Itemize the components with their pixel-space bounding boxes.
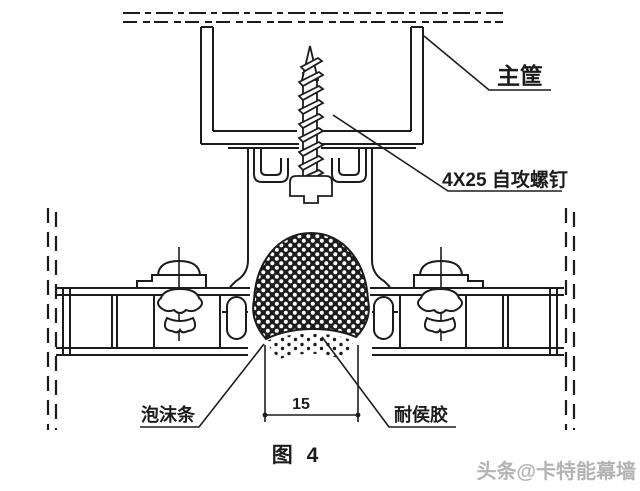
leader-main-frame xyxy=(423,35,551,91)
side-centerlines xyxy=(46,208,576,430)
label-main-frame: 主筐 xyxy=(497,63,543,89)
leader-sealant xyxy=(321,336,456,428)
left-snap-hook xyxy=(253,148,289,183)
leader-foam xyxy=(140,343,265,428)
main-frame-profile xyxy=(200,26,424,145)
right-snap-hook xyxy=(331,148,367,183)
self-tapping-screw xyxy=(289,45,333,204)
dimension-15 xyxy=(262,345,361,422)
connector-left-wall xyxy=(229,148,249,288)
left-edge-clip xyxy=(226,296,247,340)
left-fastener-pedestal xyxy=(136,274,207,288)
weather-sealant xyxy=(266,333,354,359)
label-screw: 4X25 自攻螺钉 xyxy=(442,168,568,191)
top-centerlines xyxy=(123,12,503,23)
leader-lines xyxy=(140,35,562,428)
right-toggle-nut xyxy=(417,287,463,334)
foam-backer-rod xyxy=(252,231,370,341)
connector-profile xyxy=(228,147,416,288)
dimension-15-value: 15 xyxy=(292,396,310,413)
label-foam-strip: 泡沫条 xyxy=(141,404,196,425)
label-sealant: 耐侯胶 xyxy=(394,404,448,425)
leader-screw xyxy=(332,114,562,192)
right-fastener-pedestal xyxy=(413,274,484,288)
screw-head-boss xyxy=(289,175,333,204)
left-panel xyxy=(56,247,250,356)
right-panel xyxy=(370,247,564,356)
figure-caption: 图 4 xyxy=(272,444,323,467)
right-edge-clip xyxy=(373,296,394,340)
left-toggle-nut xyxy=(157,287,203,314)
connector-right-wall xyxy=(371,148,391,288)
watermark-text: 头条@卡特能幕墙 xyxy=(476,459,636,483)
